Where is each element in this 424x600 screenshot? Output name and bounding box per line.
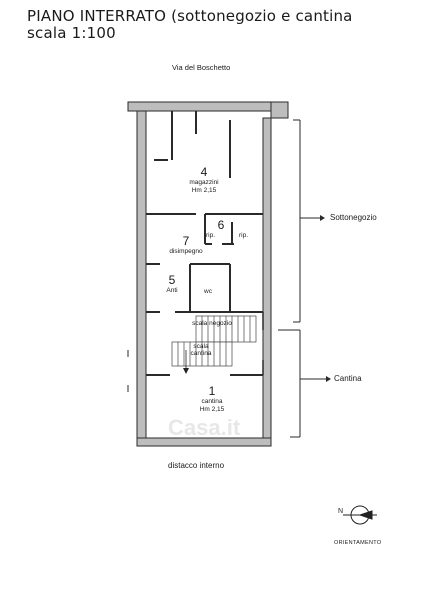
room-6-name-a: rip. xyxy=(206,232,216,239)
watermark: Casa.it xyxy=(168,415,241,440)
stair-lower xyxy=(171,341,233,367)
wall-right xyxy=(262,117,272,445)
room-wc: wc xyxy=(204,288,212,295)
compass-label: ORIENTAMENTO xyxy=(334,540,382,546)
compass-rose xyxy=(343,505,377,525)
plan-title: PIANO INTERRATO (sottonegozio e cantina … xyxy=(27,8,353,42)
wall-top xyxy=(127,101,289,112)
title-scale: scala 1:100 xyxy=(27,24,116,42)
room-1: 1 cantina Hm 2,15 xyxy=(182,385,242,414)
wall-corner xyxy=(270,101,289,119)
compass-north: N xyxy=(338,508,344,515)
room-6-name-b: rip. xyxy=(239,232,249,239)
wall-bottom xyxy=(136,437,272,447)
room-4-name: magazzini xyxy=(189,179,219,186)
room-7-name: disimpegno xyxy=(169,248,203,255)
room-4-height: Hm 2,15 xyxy=(191,187,217,194)
room-5-name: Anti xyxy=(166,287,178,294)
stair-upper-label: scala negozio xyxy=(192,320,232,327)
stair-upper xyxy=(195,315,257,343)
room-4: 4 magazzini Hm 2,15 xyxy=(174,166,234,195)
title-line-1: PIANO INTERRATO (sottonegozio e cantina xyxy=(27,7,353,25)
room-1-height: Hm 2,15 xyxy=(199,406,225,413)
room-7: 7 disimpegno xyxy=(166,235,206,256)
section-brackets xyxy=(278,119,326,438)
street-name: Via del Boschetto xyxy=(172,63,231,72)
room-5: 5 Anti xyxy=(160,274,184,295)
room-1-name: cantina xyxy=(201,398,223,405)
stair-lower-label: scala cantina xyxy=(190,343,212,357)
wall-left xyxy=(136,110,147,445)
section-label-cantina: Cantina xyxy=(334,374,362,383)
note-distacco: distacco interno xyxy=(168,461,225,470)
section-label-sottonegozio: Sottonegozio xyxy=(330,213,377,222)
room-6: 6 xyxy=(217,218,225,232)
